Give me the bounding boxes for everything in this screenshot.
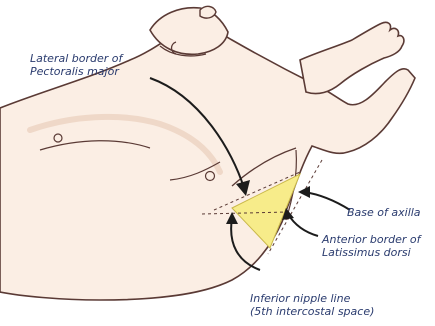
label-anterior-border-line1: Anterior border of: [322, 233, 421, 246]
arrow-anterior-border: [282, 208, 318, 236]
label-lateral-border-pectoralis: Lateral border of Pectoralis major: [30, 52, 122, 78]
label-lateral-border-line1: Lateral border of: [30, 52, 122, 65]
nose: [200, 6, 216, 18]
label-nipple-line-line2: (5th intercostal space): [250, 305, 374, 318]
label-nipple-line-line1: Inferior nipple line: [250, 292, 374, 305]
label-inferior-nipple-line: Inferior nipple line (5th intercostal sp…: [250, 292, 374, 318]
label-lateral-border-line2: Pectoralis major: [30, 65, 122, 78]
label-base-of-axilla: Base of axilla: [347, 206, 421, 219]
label-anterior-border-latissimus: Anterior border of Latissimus dorsi: [322, 233, 421, 259]
arrow-base-of-axilla: [298, 186, 350, 210]
nipple-right: [206, 172, 215, 181]
label-anterior-border-line2: Latissimus dorsi: [322, 246, 421, 259]
nipple-left: [54, 134, 62, 142]
